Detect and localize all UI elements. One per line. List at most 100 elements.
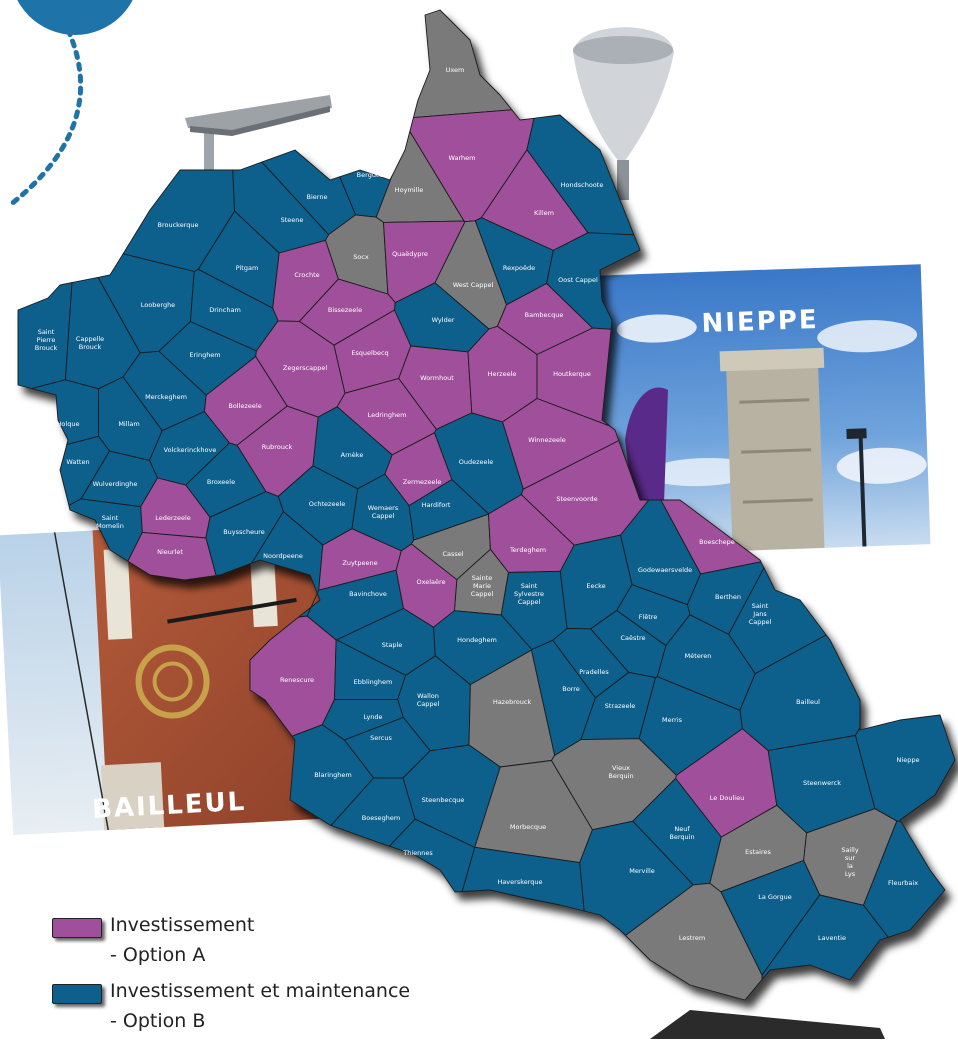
commune-fleurbaix — [863, 820, 946, 938]
commune-label: Zegerscappel — [283, 364, 327, 372]
commune-label: Flêtre — [639, 613, 658, 621]
option-b-swatch — [52, 984, 102, 1004]
commune-label: Holque — [57, 420, 80, 428]
commune-label: Thiennes — [402, 849, 433, 857]
commune-label: Houtkerque — [553, 370, 591, 378]
lamp-bottom-right — [650, 1010, 885, 1039]
commune-label: Steenbecque — [422, 796, 465, 804]
commune-label: Bollezeele — [228, 402, 261, 410]
commune-label: Wormhout — [420, 374, 454, 382]
commune-label: Volckerinckhove — [164, 446, 217, 454]
commune-label: Noordpeene — [263, 552, 303, 560]
commune-label: Borre — [562, 685, 580, 693]
commune-label: Méteren — [685, 652, 712, 660]
dotted-arc — [7, 27, 84, 208]
commune-uxem — [412, 9, 513, 119]
commune-label: Bierne — [307, 193, 328, 201]
commune-label: Zermezeele — [403, 478, 442, 486]
commune-label: Arnèke — [341, 451, 364, 459]
commune-label: Eecke — [586, 582, 605, 590]
commune-label: Hardifort — [422, 501, 451, 509]
commune-blaringhem — [289, 724, 375, 826]
commune-haverskerque — [461, 846, 585, 912]
commune-label: Steenwerck — [803, 779, 841, 787]
commune-labels: UxemWarhemHondschooteKillemBerguesHoymil… — [35, 66, 920, 942]
commune-label: Blaringhem — [314, 771, 351, 779]
commune-label: Renescure — [280, 676, 314, 684]
commune-oost-cappel — [546, 232, 641, 330]
decorative-circle — [17, 0, 133, 35]
commune-label: La Gorgue — [758, 893, 792, 901]
commune-label: Merckeghem — [145, 393, 187, 401]
commune-label: Nieppe — [897, 756, 920, 764]
commune-label: Pradelles — [579, 668, 609, 676]
commune-label: West Cappel — [453, 281, 494, 289]
commune-label: Morbecque — [510, 823, 546, 831]
commune-label: Rubrouck — [262, 443, 293, 451]
commune-label: Haverskerque — [497, 878, 542, 886]
commune-label: Steenvoorde — [556, 495, 597, 503]
commune-label: Le Doulieu — [710, 794, 744, 802]
commune-label: Cassel — [442, 550, 463, 558]
commune-label: Uxem — [446, 66, 465, 74]
commune-label: Oost Cappel — [558, 276, 598, 284]
commune-label: Ochtezeele — [309, 500, 346, 508]
commune-label: Staple — [382, 641, 403, 649]
commune-label: Crochte — [294, 271, 319, 279]
commune-label: Hazebrouck — [493, 698, 532, 706]
option-a-label: Investissement — [110, 914, 255, 936]
commune-label: Ledringhem — [368, 411, 407, 419]
commune-label: Boeschepe — [699, 538, 735, 546]
commune-label: Laventie — [818, 934, 846, 942]
commune-label: Buysscheure — [223, 528, 265, 536]
nieppe-title: NIEPPE — [701, 305, 819, 339]
commune-houtkerque — [536, 327, 612, 427]
commune-label: Oxelaëre — [416, 578, 445, 586]
commune-lestrem — [625, 882, 763, 1001]
commune-label: Herzeele — [488, 370, 517, 378]
commune-label: Broxeele — [207, 478, 235, 486]
commune-map — [17, 9, 956, 1001]
commune-label: Brouckerque — [158, 221, 199, 229]
commune-label: Warhem — [448, 154, 475, 162]
commune-label: Watten — [66, 458, 89, 466]
commune-label: Millam — [118, 420, 139, 428]
commune-label: Wulverdinghe — [93, 480, 138, 488]
street-lamp-left — [185, 95, 332, 200]
commune-label: Pitgam — [236, 264, 259, 272]
commune-label: Lederzeele — [155, 514, 191, 522]
commune-label: Ebblinghem — [354, 678, 393, 686]
commune-label: Eringhem — [189, 351, 220, 359]
commune-label: Nieurlet — [157, 548, 183, 556]
commune-label: Fleurbaix — [888, 879, 918, 887]
commune-label: Wylder — [432, 316, 455, 324]
commune-label: Hoymille — [395, 186, 423, 194]
option-a-sublabel: - Option A — [110, 944, 206, 966]
commune-label: Sercus — [370, 734, 392, 742]
commune-label: Lynde — [363, 713, 382, 721]
commune-label: Winnezeele — [528, 436, 566, 444]
nieppe-photo: NIEPPE — [590, 264, 931, 556]
commune-label: Looberghe — [141, 301, 175, 309]
commune-label: Oudezeele — [459, 458, 494, 466]
street-lamp-right — [573, 27, 674, 200]
commune-label: Estaires — [745, 848, 771, 856]
commune-label: Quaëdypre — [392, 250, 428, 258]
option-a-swatch — [52, 918, 102, 938]
commune-label: Socx — [353, 253, 369, 261]
commune-label: Merville — [629, 867, 655, 875]
commune-label: Godewaersvelde — [638, 566, 692, 574]
commune-label: Hondschoote — [561, 181, 604, 189]
commune-label: Esquelbecq — [351, 349, 388, 357]
commune-laventie — [761, 894, 889, 981]
commune-label: Rexpoëde — [503, 264, 535, 272]
commune-holque — [31, 379, 99, 446]
